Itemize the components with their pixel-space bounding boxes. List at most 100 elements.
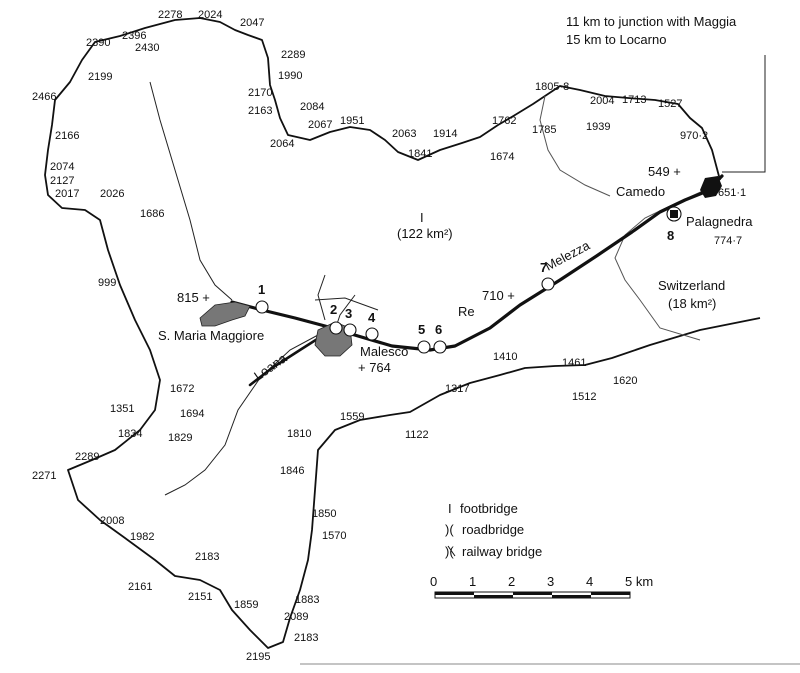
elevation-label: 1805·8 <box>535 81 569 93</box>
bridge-5-marker <box>417 340 431 354</box>
elevation-label: 2063 <box>392 128 416 140</box>
bridge-8-fill <box>670 210 678 218</box>
place-re: Re <box>458 304 475 319</box>
elevation-label: 1982 <box>130 531 154 543</box>
spot-height: + 764 <box>358 360 391 375</box>
elevation-label: 1785 <box>532 124 556 136</box>
tributary <box>164 334 319 496</box>
elevation-label: 2074 <box>50 161 74 173</box>
bridge-4-marker <box>365 327 379 341</box>
italy-marker: I <box>420 210 424 225</box>
bridge-number: 1 <box>258 282 265 297</box>
elevation-label: 1122 <box>405 429 429 441</box>
distance-note-locarno: 15 km to Locarno <box>566 32 666 47</box>
legend-railway-mark <box>447 545 456 557</box>
place-camedo: Camedo <box>616 184 665 199</box>
italy-area: (122 km²) <box>397 226 453 241</box>
elevation-label: 1674 <box>490 151 514 163</box>
reservoir <box>700 176 722 198</box>
bridge-number: 6 <box>435 322 442 337</box>
elevation-label: 1686 <box>140 208 164 220</box>
legend-roadbridge-label: roadbridge <box>462 522 524 537</box>
spot-height: 549 + <box>648 164 681 179</box>
scale-tick-label: 3 <box>547 574 554 589</box>
river-label-melezza: Melezza <box>542 237 592 273</box>
scale-bar: 0 1 2 3 4 5 km <box>430 574 653 599</box>
elevation-label: 2004 <box>590 95 614 107</box>
elevation-label: 2170 <box>248 87 272 99</box>
elevation-label: 2067 <box>308 119 332 131</box>
elevation-labels: 2278 2024 2047 2396 2430 2390 2289 1990 … <box>32 9 708 663</box>
elevation-label: 2195 <box>246 651 270 663</box>
elevation-label: 1841 <box>408 148 432 160</box>
elevation-label: 1951 <box>340 115 364 127</box>
bridge-3-marker <box>343 323 357 337</box>
elevation-label: 999 <box>98 277 116 289</box>
place-palagnedra: Palagnedra <box>686 214 753 229</box>
elevation-label: 1410 <box>493 351 517 363</box>
scale-tick-label: 5 km <box>625 574 653 589</box>
legend-roadbridge-symbol: )( <box>445 522 454 537</box>
distance-leader-line <box>722 55 766 173</box>
bridge-number: 2 <box>330 302 337 317</box>
elevation-label: 1859 <box>234 599 258 611</box>
bridge-number: 5 <box>418 322 425 337</box>
elevation-label: 1694 <box>180 408 204 420</box>
elevation-label: 2151 <box>188 591 212 603</box>
bridge-number: 8 <box>667 228 674 243</box>
bridge-2-marker <box>329 321 343 335</box>
elevation-label: 2289 <box>281 49 305 61</box>
elevation-label: 970·2 <box>680 130 708 142</box>
bridge-number: 4 <box>368 310 376 325</box>
elevation-label: 2466 <box>32 91 56 103</box>
bridge-number: 3 <box>345 306 352 321</box>
elevation-label: 2289 <box>75 451 99 463</box>
bridge-markers <box>255 206 682 354</box>
elevation-label: 2127 <box>50 175 74 187</box>
elevation-label: 2271 <box>32 470 56 482</box>
legend-footbridge-symbol: I <box>448 501 452 516</box>
bridge-1-marker <box>255 300 269 314</box>
elevation-label: 1914 <box>433 128 457 140</box>
elevation-label: 2183 <box>195 551 219 563</box>
scale-tick-label: 4 <box>586 574 593 589</box>
legend-railway-label: railway bridge <box>462 544 542 559</box>
bridge-6-marker <box>433 340 447 354</box>
scale-tick-label: 1 <box>469 574 476 589</box>
elevation-label: 2278 <box>158 9 182 21</box>
elevation-label: 2183 <box>294 632 318 644</box>
elevation-label: 2161 <box>128 581 152 593</box>
spot-height: 710 + <box>482 288 515 303</box>
place-malesco: Malesco <box>360 344 408 359</box>
elevation-label: 1317 <box>445 383 469 395</box>
bridge-7-marker <box>541 277 555 291</box>
elevation-label: 2064 <box>270 138 294 150</box>
switzerland-label: Switzerland <box>658 278 725 293</box>
elevation-label: 1834 <box>118 428 142 440</box>
spot-height: 774·7 <box>714 235 742 247</box>
elevation-label: 2008 <box>100 515 124 527</box>
legend-railway-symbol: )( <box>445 544 454 559</box>
elevation-label: 1850 <box>312 508 336 520</box>
elevation-label: 1559 <box>340 411 364 423</box>
elevation-label: 1672 <box>170 383 194 395</box>
melezza-river <box>230 174 724 352</box>
switzerland-area: (18 km²) <box>668 296 716 311</box>
elevation-label: 2047 <box>240 17 264 29</box>
legend-footbridge-label: footbridge <box>460 501 518 516</box>
elevation-label: 2163 <box>248 105 272 117</box>
loana-river <box>248 334 324 387</box>
elevation-label: 1461 <box>562 357 586 369</box>
tributary <box>149 81 233 301</box>
santa-maria-settlement <box>199 301 251 327</box>
elevation-label: 1829 <box>168 432 192 444</box>
elevation-label: 1570 <box>322 530 346 542</box>
elevation-label: 2390 <box>86 37 110 49</box>
elevation-label: 2166 <box>55 130 79 142</box>
national-border <box>614 179 721 341</box>
distance-note-maggia: 11 km to junction with Maggia <box>566 14 737 29</box>
elevation-label: 2026 <box>100 188 124 200</box>
elevation-label: 2024 <box>198 9 222 21</box>
elevation-label: 2089 <box>284 611 308 623</box>
elevation-label: 1846 <box>280 465 304 477</box>
